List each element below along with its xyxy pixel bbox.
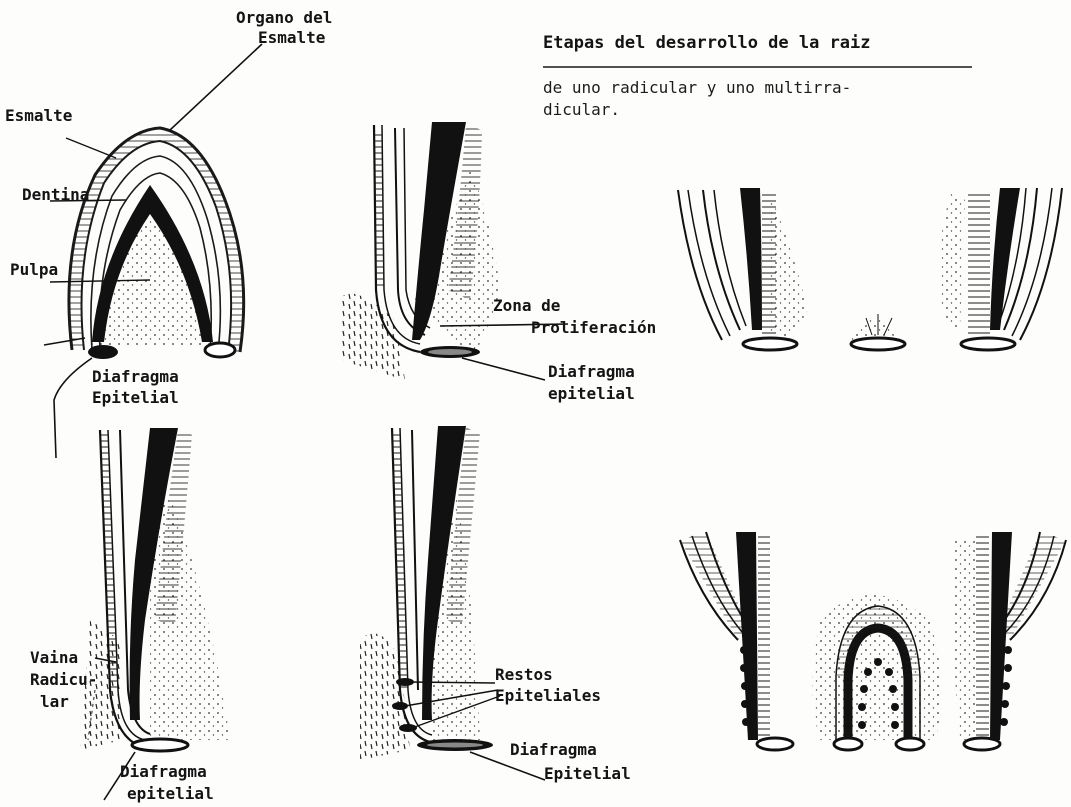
label-diafragma-3-line-2: epitelial: [127, 784, 214, 803]
label-dentina: Dentina: [22, 185, 89, 204]
figure-root-sheath: [80, 428, 230, 800]
label-zona-line-1: Zona de: [493, 296, 560, 315]
label-vaina-line-2: Radicu-: [30, 670, 97, 689]
label-vaina-line-3: lar: [40, 692, 69, 711]
label-organo-line-2: Esmalte: [258, 28, 325, 47]
label-restos-line-1: Restos: [495, 665, 553, 684]
caption-title: Etapas del desarrollo de la raiz: [543, 33, 871, 53]
figure-proliferation-zone: [340, 122, 568, 380]
label-zona-line-2: Proliferación: [531, 318, 656, 337]
figure-multiradicular-early: [678, 188, 1062, 350]
label-organo-line-1: Organo del: [236, 8, 332, 27]
label-vaina-line-1: Vaina: [30, 648, 78, 667]
label-diafragma-1-line-1: Diafragma: [92, 367, 179, 386]
label-diafragma-3-line-1: Diafragma: [120, 762, 207, 781]
label-esmalte: Esmalte: [5, 106, 72, 125]
caption-line-1: de uno radicular y uno multirra-: [543, 78, 851, 98]
label-pulpa: Pulpa: [10, 260, 58, 279]
label-diafragma-1-line-2: Epitelial: [92, 388, 179, 407]
label-diafragma-4-line-2: Epitelial: [544, 764, 631, 783]
figure-epithelial-rests: [360, 426, 545, 780]
label-diafragma-4-line-1: Diafragma: [510, 740, 597, 759]
label-diafragma-2-line-1: Diafragma: [548, 362, 635, 381]
caption-line-2: dicular.: [543, 100, 620, 120]
figure-multiradicular-late: [680, 532, 1066, 750]
label-diafragma-2-line-2: epitelial: [548, 384, 635, 403]
label-restos-line-2: Epiteliales: [495, 686, 601, 705]
